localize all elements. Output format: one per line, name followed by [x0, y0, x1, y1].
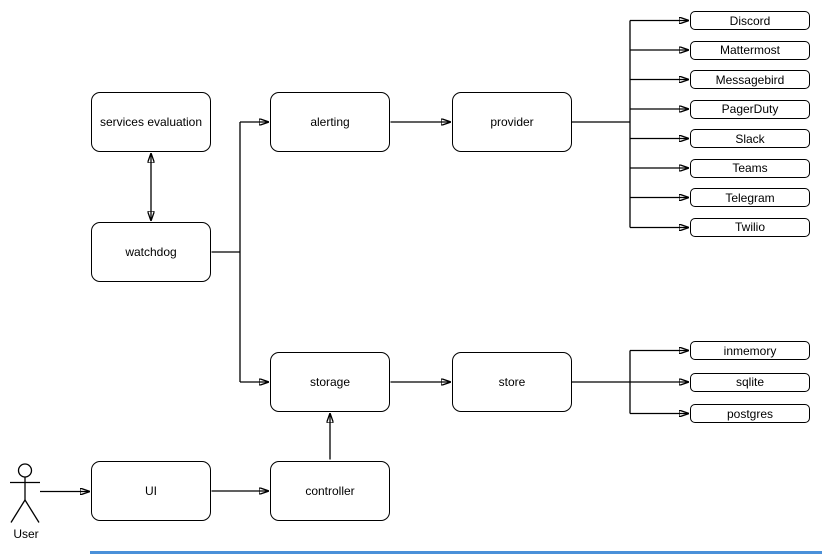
node-watchdog[interactable]: watchdog — [91, 222, 211, 282]
node-alerting[interactable]: alerting — [270, 92, 390, 152]
node-ui[interactable]: UI — [91, 461, 211, 521]
user-actor-figure[interactable] — [10, 463, 40, 523]
node-label: Telegram — [725, 190, 775, 205]
node-label: services evaluation — [99, 115, 203, 129]
node-store-inmemory[interactable]: inmemory — [690, 341, 810, 360]
node-label: provider — [490, 115, 534, 129]
node-services-evaluation[interactable]: services evaluation — [91, 92, 211, 152]
node-controller[interactable]: controller — [270, 461, 390, 521]
node-label: store — [498, 375, 526, 389]
node-store-postgres[interactable]: postgres — [690, 404, 810, 423]
node-label: alerting — [310, 115, 350, 129]
node-provider-telegram[interactable]: Telegram — [690, 188, 810, 207]
node-provider-messagebird[interactable]: Messagebird — [690, 70, 810, 89]
node-label: Twilio — [734, 220, 765, 234]
node-provider-slack[interactable]: Slack — [690, 129, 810, 148]
node-label: Teams — [732, 161, 768, 175]
node-label: Slack — [735, 131, 765, 146]
actor-leg-right — [24, 499, 40, 523]
edge-store-spine — [572, 350, 631, 414]
node-label: inmemory — [723, 343, 777, 358]
actor-leg-left — [10, 499, 26, 523]
node-provider-pagerduty[interactable]: PagerDuty — [690, 99, 810, 119]
actor-head — [17, 463, 33, 478]
node-provider-twilio[interactable]: Twilio — [690, 217, 810, 237]
node-provider[interactable]: provider — [452, 92, 572, 152]
edge-provider-spine — [572, 20, 631, 228]
node-label: Discord — [729, 13, 771, 28]
node-provider-discord[interactable]: Discord — [690, 11, 810, 30]
horizontal-scrollbar[interactable] — [90, 551, 822, 554]
node-provider-mattermost[interactable]: Mattermost — [690, 40, 810, 60]
node-provider-teams[interactable]: Teams — [690, 158, 810, 178]
node-label: PagerDuty — [721, 102, 779, 116]
node-label: postgres — [726, 406, 774, 421]
node-label: watchdog — [125, 245, 177, 259]
node-store[interactable]: store — [452, 352, 572, 412]
edge-watchdog-trunk — [211, 122, 241, 382]
node-label: Mattermost — [719, 43, 780, 57]
node-label: UI — [145, 484, 157, 498]
node-label: Messagebird — [715, 72, 785, 87]
node-label: sqlite — [735, 375, 764, 389]
node-store-sqlite[interactable]: sqlite — [690, 372, 810, 392]
node-storage[interactable]: storage — [270, 352, 390, 412]
user-actor-label: User — [13, 527, 39, 541]
node-label: controller — [305, 484, 355, 498]
node-label: storage — [309, 375, 351, 389]
